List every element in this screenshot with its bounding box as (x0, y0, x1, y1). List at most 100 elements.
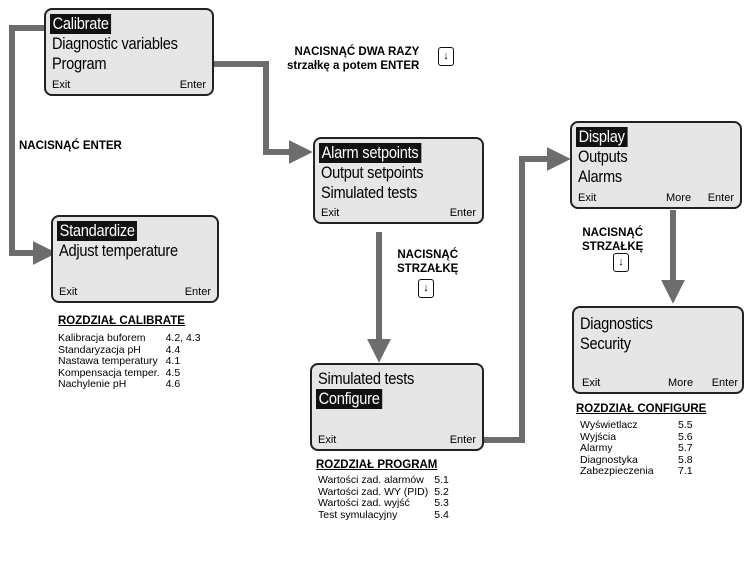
section-table-calibrate: Kalibracja buforem 4.2, 4.3 Standaryzacja… (58, 332, 201, 391)
menu-item-alarm-setpoints[interactable]: Alarm setpoints (319, 143, 422, 163)
instruction-press-enter: NACISNĄĆ ENTER (19, 140, 122, 152)
softkey-enter[interactable]: Enter (179, 79, 206, 91)
section-row-label: Standaryzacja pH (58, 343, 141, 356)
table-row: Wartości zad. alarmów 5.1 (318, 474, 449, 487)
softkey-enter[interactable]: Enter (184, 286, 211, 298)
table-row: Kalibracja buforem 4.2, 4.3 (58, 332, 201, 345)
menu-item-simulated-tests[interactable]: Simulated tests (318, 369, 415, 388)
section-row-label: Kompensacja temper. (58, 366, 160, 379)
table-row: Nastawa temperatury 4.1 (58, 355, 201, 368)
section-row-ref: 4.1 (165, 355, 181, 367)
arrow-more-to-configure (484, 147, 571, 443)
menu-item-display[interactable]: Display (576, 127, 628, 147)
section-row-label: Wyświetlacz (580, 419, 638, 431)
menu-item-simulated-tests[interactable]: Simulated tests (321, 183, 418, 202)
menu-item-security[interactable]: Security (580, 334, 631, 353)
softkey-exit[interactable]: Exit (318, 434, 337, 446)
softkey-more[interactable]: More (666, 192, 692, 204)
screen-configure-more: Diagnostics Security Exit More Enter (572, 306, 744, 394)
section-row-ref: 5.6 (678, 430, 693, 443)
screen-configure: Display Outputs Alarms Exit More Enter (570, 121, 742, 209)
softkey-enter[interactable]: Enter (449, 434, 476, 446)
softkey-exit[interactable]: Exit (52, 79, 71, 91)
section-row-label: Diagnostyka (580, 453, 638, 466)
section-row-ref: 5.1 (434, 474, 449, 486)
arrow-down-key-icon: ↓ (613, 253, 629, 272)
menu-item-alarms[interactable]: Alarms (578, 167, 622, 186)
section-row-ref: 5.8 (678, 453, 693, 466)
arrow-down-key-icon: ↓ (418, 279, 434, 298)
section-row-ref: 5.2 (434, 485, 449, 498)
section-row-label: Wartości zad. wyjść (318, 497, 410, 509)
menu-item-outputs[interactable]: Outputs (578, 147, 628, 166)
instruction-line: STRZAŁKĘ (582, 241, 644, 253)
section-row-label: Test symulacyjny (318, 508, 398, 521)
instruction-line: STRZAŁKĘ (397, 263, 459, 275)
section-row-ref: 5.7 (678, 442, 693, 454)
softkey-exit[interactable]: Exit (59, 286, 78, 298)
menu-item-calibrate[interactable]: Calibrate (50, 14, 112, 34)
screen-program-more: Simulated tests Configure Exit Enter (310, 363, 484, 451)
menu-item-diagnostic-variables[interactable]: Diagnostic variables (52, 34, 178, 53)
section-row-label: Wartości zad. alarmów (318, 474, 424, 486)
table-row: Wartości zad. wyjść 5.3 (318, 497, 449, 510)
table-row: Kompensacja temper. 4.5 (58, 366, 201, 380)
section-row-label: Wyjścia (580, 430, 617, 443)
table-row: Diagnostyka 5.8 (580, 453, 693, 467)
softkey-exit[interactable]: Exit (578, 192, 597, 204)
instruction-line: NACISNĄĆ (397, 249, 459, 261)
section-title-configure: ROZDZIAŁ CONFIGURE (576, 403, 707, 415)
instruction-line: strzałkę a potem ENTER (287, 60, 420, 72)
instruction-press-twice: NACISNĄĆ DWA RAZY strzałkę a potem ENTER (287, 45, 419, 73)
table-row: Zabezpieczenia 7.1 (580, 465, 693, 478)
screen-program: Alarm setpoints Output setpoints Simulat… (313, 137, 484, 224)
section-row-ref: 4.4 (165, 343, 181, 356)
section-row-label: Nastawa temperatury (58, 355, 158, 367)
screen-calibrate: Standardize Adjust temperature Exit Ente… (51, 215, 219, 303)
screen-main-menu: Calibrate Diagnostic variables Program E… (44, 8, 214, 96)
table-row: Standaryzacja pH 4.4 (58, 343, 201, 357)
menu-item-configure[interactable]: Configure (316, 389, 383, 409)
softkey-exit[interactable]: Exit (321, 207, 340, 219)
softkey-more[interactable]: More (668, 377, 694, 389)
table-row: Wyświetlacz 5.5 (580, 419, 693, 432)
menu-item-program[interactable]: Program (52, 54, 107, 73)
section-table-program: Wartości zad. alarmów 5.1 Wartości zad. W… (318, 474, 449, 522)
instruction-line: NACISNĄĆ (582, 227, 644, 239)
section-row-label: Zabezpieczenia (580, 465, 654, 477)
section-row-ref: 5.3 (434, 497, 449, 509)
section-table-configure: Wyświetlacz 5.5 Wyjścia 5.6 Alarmy 5.7 Diag… (580, 419, 693, 478)
instruction-press-arrow-configure: NACISNĄĆ STRZAŁKĘ (582, 226, 643, 254)
section-row-label: Wartości zad. WY (PID) (318, 485, 429, 498)
section-row-ref: 4.2, 4.3 (165, 332, 201, 344)
section-row-ref: 5.4 (434, 508, 449, 521)
section-title-calibrate: ROZDZIAŁ CALIBRATE (58, 315, 185, 327)
section-row-ref: 4.5 (165, 366, 181, 379)
section-title-program: ROZDZIAŁ PROGRAM (316, 459, 438, 471)
arrow-main-to-program (214, 61, 313, 164)
instruction-line: NACISNĄĆ DWA RAZY (294, 46, 420, 58)
menu-item-adjust-temperature[interactable]: Adjust temperature (59, 241, 178, 260)
table-row: Wyjścia 5.6 (580, 430, 693, 444)
section-row-ref: 7.1 (678, 465, 693, 477)
menu-item-standardize[interactable]: Standardize (57, 221, 138, 241)
softkey-enter[interactable]: Enter (449, 207, 476, 219)
table-row: Nachylenie pH 4.6 (58, 378, 201, 391)
section-row-ref: 5.5 (678, 419, 693, 431)
instruction-press-arrow-program: NACISNĄĆ STRZAŁKĘ (397, 248, 458, 276)
arrow-main-to-calibrate (9, 25, 57, 265)
softkey-enter[interactable]: Enter (707, 192, 734, 204)
section-row-label: Alarmy (580, 442, 613, 454)
table-row: Alarmy 5.7 (580, 442, 693, 455)
section-row-label: Nachylenie pH (58, 378, 127, 390)
softkey-exit[interactable]: Exit (582, 377, 601, 389)
table-row: Test symulacyjny 5.4 (318, 508, 449, 522)
table-row: Wartości zad. WY (PID) 5.2 (318, 485, 449, 499)
section-row-ref: 4.6 (165, 378, 181, 390)
softkey-enter[interactable]: Enter (711, 377, 738, 389)
menu-item-diagnostics[interactable]: Diagnostics (580, 314, 653, 333)
menu-item-output-setpoints[interactable]: Output setpoints (321, 163, 424, 182)
arrow-down-key-icon: ↓ (438, 47, 454, 66)
section-row-label: Kalibracja buforem (58, 332, 146, 344)
